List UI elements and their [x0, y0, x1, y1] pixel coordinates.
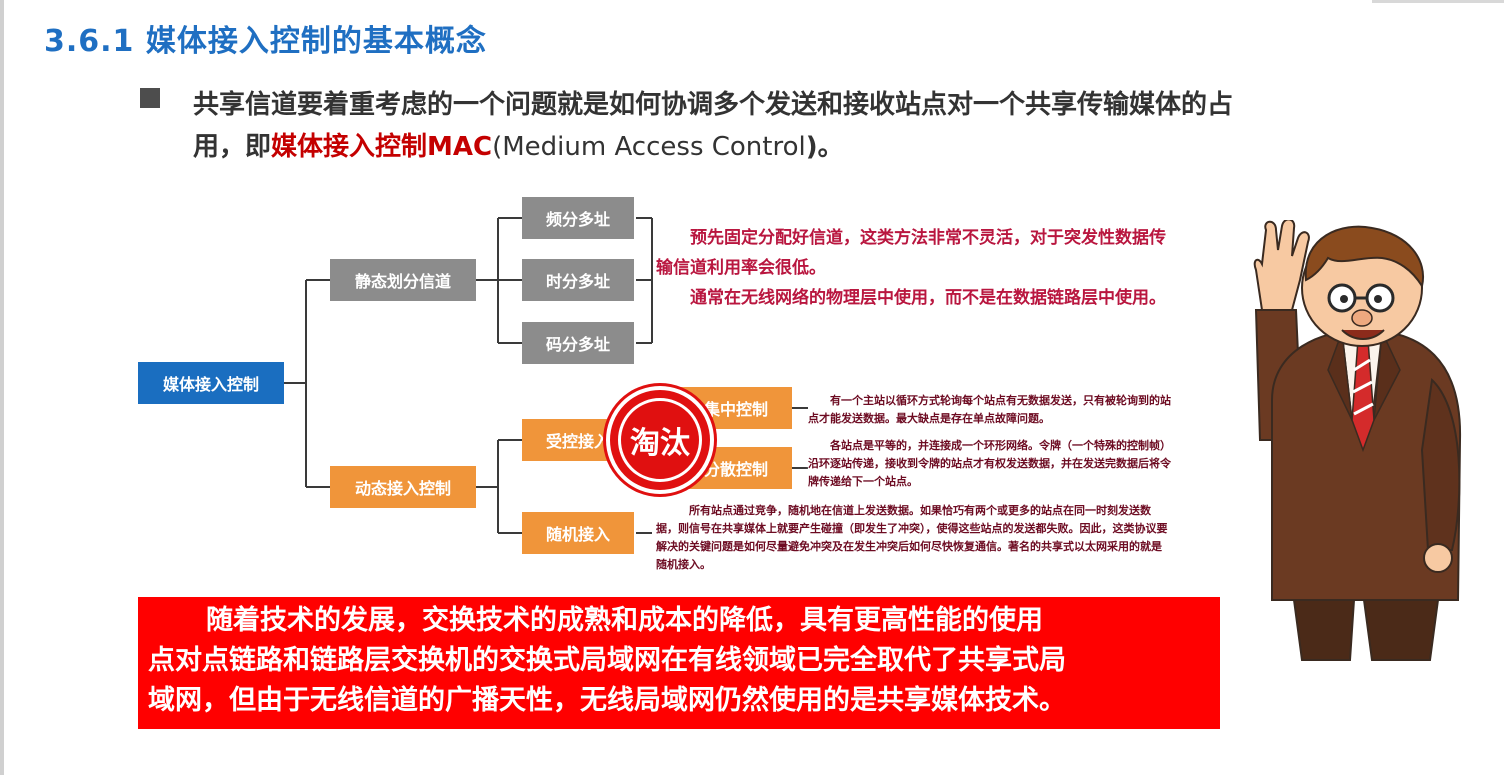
note-static-2: 通常在无线网络的物理层中使用，而不是在数据链路层中使用。 — [656, 283, 1176, 313]
tree-node-fdma: 频分多址 — [522, 197, 634, 239]
conclusion-line-1: 随着技术的发展，交换技术的成熟和成本的降低，具有更高性能的使用 — [148, 601, 1220, 641]
note-random: 所有站点通过竞争，随机地在信道上发送数据。如果恰巧有两个或更多的站点在同一时刻发… — [656, 502, 1172, 574]
note-centralized: 有一个主站以循环方式轮询每个站点有无数据发送，只有被轮询到的站点才能发送数据。最… — [808, 392, 1172, 428]
tree-node-dynamic-access: 动态接入控制 — [330, 466, 476, 508]
cartoon-professor-illustration — [1232, 220, 1472, 680]
conclusion-line-3: 域网，但由于无线信道的广播天性，无线局域网仍然使用的是共享媒体技术。 — [148, 681, 1220, 721]
tree-node-tdma: 时分多址 — [522, 259, 634, 301]
tree-node-cdma: 码分多址 — [522, 322, 634, 364]
static-notes: 预先固定分配好信道，这类方法非常不灵活，对于突发性数据传输信道利用率会很低。 通… — [656, 223, 1176, 313]
tree-node-static-channel: 静态划分信道 — [330, 259, 476, 301]
tree-root-media-access-control: 媒体接入控制 — [138, 362, 284, 404]
note-static-1: 预先固定分配好信道，这类方法非常不灵活，对于突发性数据传输信道利用率会很低。 — [656, 223, 1176, 283]
tree-node-random-access: 随机接入 — [522, 512, 634, 554]
conclusion-line-2: 点对点链路和链路层交换机的交换式局域网在有线领域已完全取代了共享式局 — [148, 641, 1220, 681]
obsolete-stamp-icon: 淘汰 — [606, 386, 714, 494]
stamp-label: 淘汰 — [618, 398, 702, 482]
note-distributed: 各站点是平等的，并连接成一个环形网络。令牌（一个特殊的控制帧）沿环逐站传递，接收… — [808, 437, 1172, 491]
conclusion-box: 随着技术的发展，交换技术的成熟和成本的降低，具有更高性能的使用 点对点链路和链路… — [138, 597, 1220, 729]
